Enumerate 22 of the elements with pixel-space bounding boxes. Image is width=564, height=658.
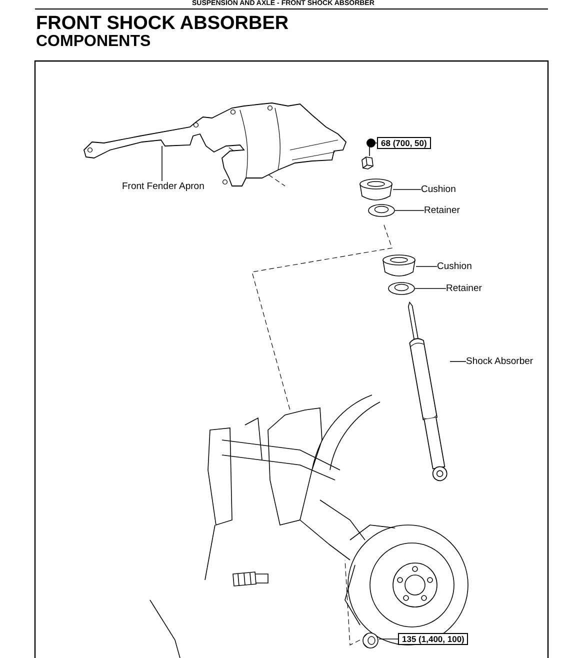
torque-spec: 68 (700, 50) (377, 137, 431, 149)
leader-line (366, 138, 378, 156)
cushion-drawing (359, 178, 393, 202)
leader-line (450, 361, 466, 362)
nut-drawing (362, 632, 379, 649)
part-label: Shock Absorber (466, 356, 534, 367)
title: FRONT SHOCK ABSORBER (36, 13, 289, 34)
part-label: Retainer (446, 283, 482, 294)
nut-drawing (361, 156, 374, 170)
leader-line (394, 210, 424, 211)
part-label: Retainer (424, 205, 460, 216)
cushion-drawing (382, 254, 416, 278)
leader-line (416, 266, 438, 267)
leader-line (378, 638, 398, 640)
leader-line (392, 189, 422, 190)
part-label: Cushion (421, 184, 456, 195)
retainer-drawing (388, 282, 415, 295)
part-label: Front Fender Apron (122, 181, 204, 192)
part-label: Cushion (437, 261, 472, 272)
leader-line (414, 288, 446, 289)
torque-spec: 135 (1,400, 100) (398, 633, 468, 645)
retainer-drawing (368, 204, 395, 217)
